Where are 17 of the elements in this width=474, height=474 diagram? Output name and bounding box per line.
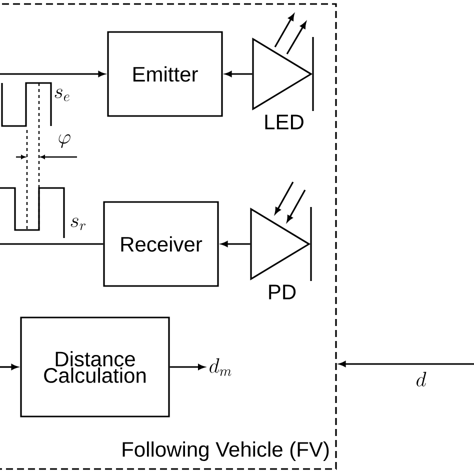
- arrow: [0, 364, 18, 370]
- symbol-label: LED: [265, 114, 304, 130]
- output-label: $d_m$: [210, 358, 232, 376]
- arrow: [0, 71, 105, 77]
- signal-label: $s_r$: [70, 218, 86, 230]
- process-box: Emitter: [107, 31, 223, 117]
- process-box: Receiver: [103, 201, 219, 287]
- process-box: Distance Calculation: [20, 316, 170, 418]
- symbol-label: PD: [269, 284, 296, 300]
- frame-label: Following Vehicle (FV): [122, 441, 329, 461]
- arrow: [221, 241, 250, 247]
- arrow: [170, 364, 205, 370]
- edge-label: $d$: [416, 372, 426, 386]
- signal-label: $s_e$: [54, 88, 70, 102]
- arrow: [339, 361, 474, 367]
- signal-label: $\varphi$: [58, 134, 70, 148]
- arrow: [225, 71, 252, 77]
